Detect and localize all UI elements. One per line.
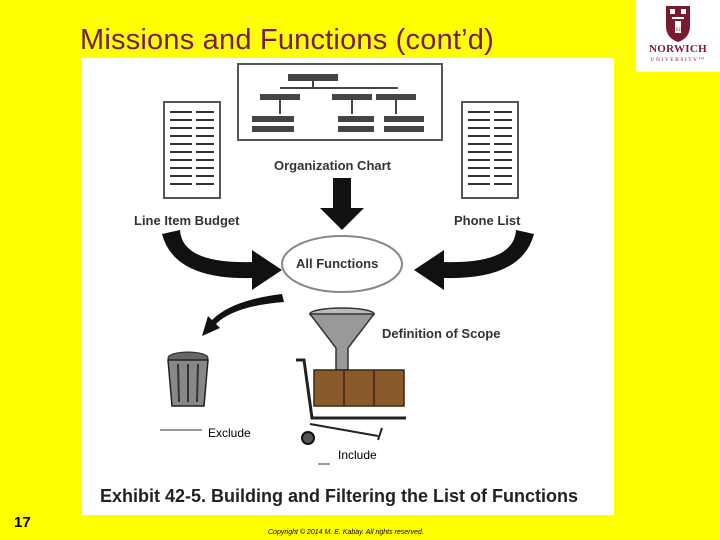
diagram-graphics	[160, 63, 534, 465]
university-seal-icon: 1819	[666, 6, 690, 42]
trash-can-icon	[167, 351, 209, 407]
down-arrow-icon	[320, 178, 364, 230]
phone-list-label: Phone List	[454, 213, 521, 228]
slide-number: 17	[14, 514, 31, 531]
exclude-arrow-icon	[202, 294, 284, 336]
norwich-logo: 1819 NORWICH UNIVERSITY™	[636, 0, 720, 72]
logo-subtitle: UNIVERSITY™	[650, 57, 706, 63]
right-curved-arrow-icon	[162, 230, 282, 290]
exclude-label: Exclude	[208, 426, 251, 440]
exhibit-caption: Exhibit 42-5. Building and Filtering the…	[100, 486, 579, 506]
logo-year: 1819	[673, 28, 684, 33]
left-curved-arrow-icon	[414, 230, 534, 290]
phone-list-document-icon	[461, 101, 519, 199]
org-chart-document-icon	[237, 63, 443, 141]
budget-document-icon	[163, 101, 221, 199]
definition-of-scope-label: Definition of Scope	[382, 326, 501, 341]
funnel-icon	[308, 307, 376, 371]
diagram-image: Organization Chart Line Item Budget Phon…	[82, 58, 614, 515]
cart-icon	[296, 358, 406, 445]
copyright-notice: Copyright © 2014 M. E. Kabay. All rights…	[268, 529, 424, 536]
slide-title: Missions and Functions (cont’d)	[80, 24, 494, 56]
include-label: Include	[338, 448, 377, 462]
logo-name: NORWICH	[649, 43, 707, 55]
line-item-budget-label: Line Item Budget	[134, 213, 240, 228]
all-functions-ellipse	[281, 235, 403, 293]
org-chart-label: Organization Chart	[274, 158, 392, 173]
all-functions-label: All Functions	[296, 256, 379, 271]
